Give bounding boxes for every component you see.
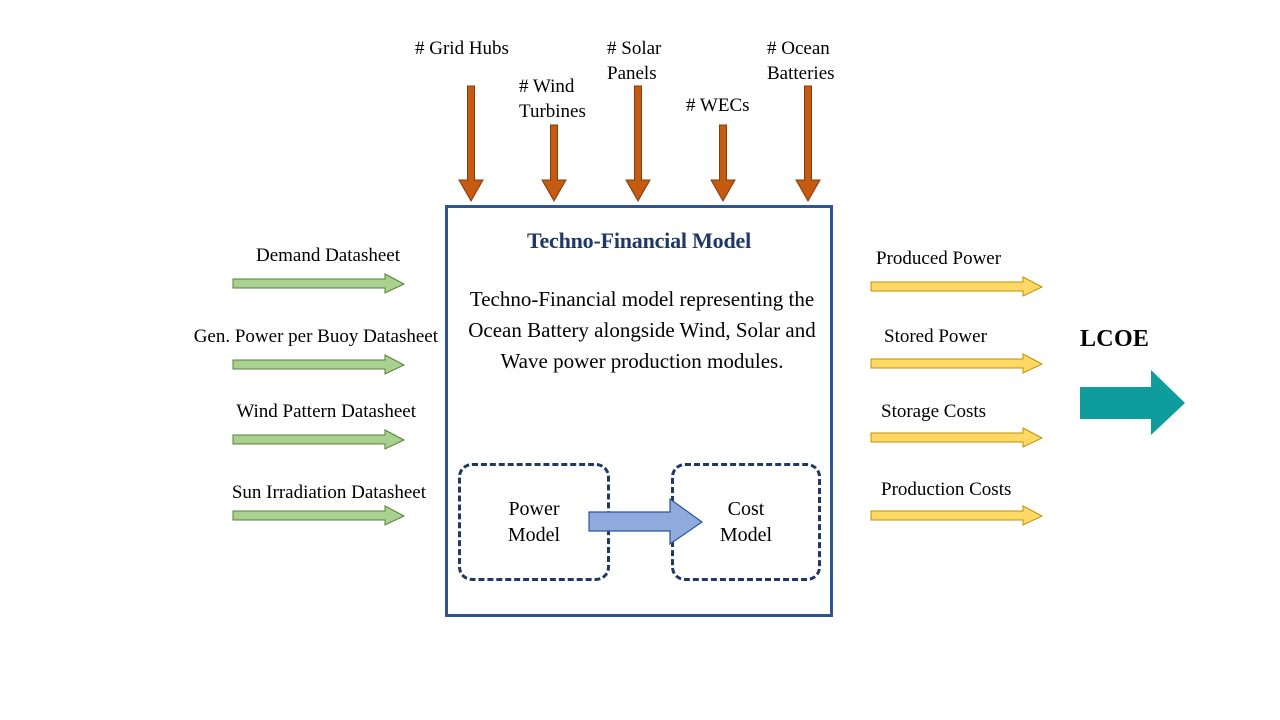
top-input-arrow-wecs [710, 124, 736, 203]
top-input-arrow-ocean-batteries [795, 85, 821, 203]
left-input-arrow-demand-datasheet [232, 273, 406, 294]
right-output-arrow-stored-power [870, 353, 1044, 374]
power-model-label: Power Model [507, 498, 561, 546]
right-output-label-storage-costs: Storage Costs [881, 401, 987, 422]
left-input-label-gen-power-per-buoy-datasheet: Gen. Power per Buoy Datasheet [193, 326, 438, 347]
right-output-label-produced-power: Produced Power [876, 248, 1002, 269]
left-input-label-sun-irradiation-datasheet: Sun Irradiation Datasheet [231, 482, 426, 503]
top-input-arrow-grid-hubs [458, 85, 484, 203]
top-input-label-grid-hubs: # Grid Hubs [415, 38, 509, 59]
left-input-label-demand-datasheet: Demand Datasheet [255, 245, 400, 266]
right-output-arrow-storage-costs [870, 427, 1044, 448]
techno-financial-model-box: Techno-Financial Model Techno-Financial … [445, 205, 833, 617]
left-input-arrow-gen-power-per-buoy-datasheet [232, 354, 406, 375]
top-input-label-wecs: # WECs [686, 95, 750, 116]
power-model-box: Power Model [458, 463, 610, 581]
left-input-arrow-sun-irradiation-datasheet [232, 505, 406, 526]
right-output-label-production-costs: Production Costs [881, 479, 1012, 500]
top-input-label-ocean-batteries: # Ocean Batteries [767, 38, 835, 84]
top-input-label-solar-panels: # Solar Panels [607, 38, 662, 84]
top-input-arrow-wind-turbines [541, 124, 567, 203]
left-input-label-wind-pattern-datasheet: Wind Pattern Datasheet [236, 401, 416, 422]
right-output-arrow-produced-power [870, 276, 1044, 297]
left-input-arrow-wind-pattern-datasheet [232, 429, 406, 450]
power-to-cost-arrow [588, 497, 704, 546]
cost-model-label: Cost Model [719, 498, 773, 546]
top-input-label-wind-turbines: # Wind Turbines [519, 76, 586, 122]
model-title: Techno-Financial Model [527, 228, 751, 253]
top-input-arrow-solar-panels [625, 85, 651, 203]
model-description: Techno-Financial model representing the … [468, 287, 816, 373]
right-output-label-stored-power: Stored Power [884, 326, 987, 347]
right-output-arrow-production-costs [870, 505, 1044, 526]
lcoe-label: LCOE [1080, 326, 1150, 352]
lcoe-result-arrow [1080, 370, 1185, 435]
